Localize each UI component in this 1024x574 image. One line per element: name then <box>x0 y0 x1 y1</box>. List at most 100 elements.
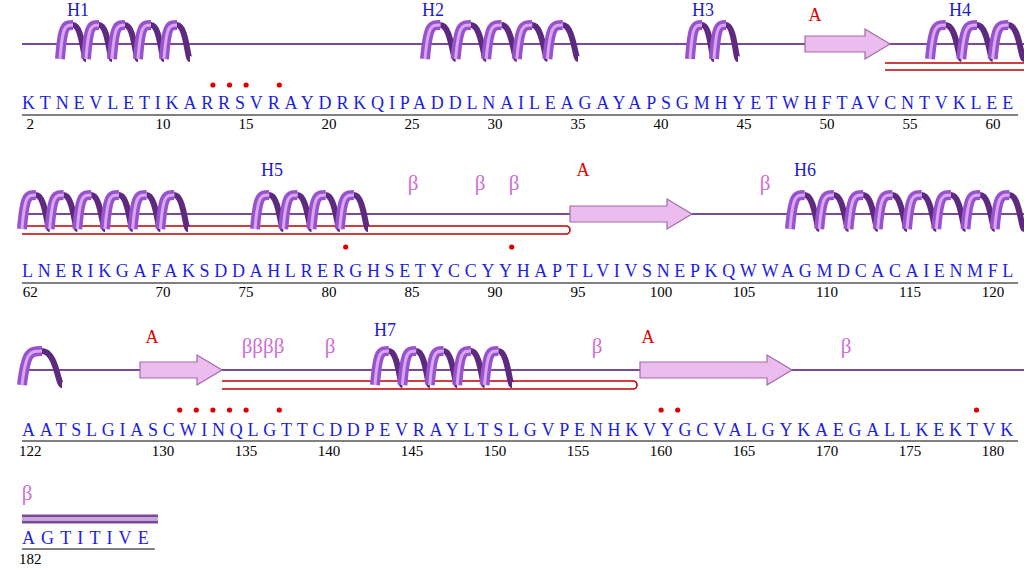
helix-shine <box>283 195 297 229</box>
helix-label: H5 <box>261 160 283 181</box>
helix-back <box>174 195 188 229</box>
helix-front <box>878 195 893 229</box>
marked-residue-dot <box>509 244 514 249</box>
helix-front <box>425 25 440 59</box>
residue-number: 75 <box>239 284 254 301</box>
sequence-text: AGTITIVE <box>22 528 155 549</box>
residue-number: 2 <box>27 116 35 133</box>
beta-strand <box>140 355 222 385</box>
residue-number: 175 <box>899 443 922 460</box>
helix-front <box>930 25 946 59</box>
helix-shine <box>22 351 42 385</box>
helix-shine <box>255 195 269 229</box>
helix-shine <box>456 25 471 59</box>
strand-label: A <box>577 160 590 181</box>
beta-strand <box>570 199 692 229</box>
helix-front <box>486 25 501 59</box>
residue-number: 122 <box>19 443 42 460</box>
helix-front <box>936 195 951 229</box>
marked-residue-dot <box>343 244 348 249</box>
residue-number: 140 <box>318 443 341 460</box>
sequence-text: LNERIKGAFAKSDDAHLRERGHSETYCCYYHAPTLVIVSN… <box>22 261 1018 282</box>
strand-label: A <box>642 327 655 348</box>
sequence-ruler <box>22 283 1018 284</box>
residue-number: 130 <box>152 443 175 460</box>
alpha-helix <box>930 25 1024 59</box>
residue-number: 155 <box>567 443 590 460</box>
sequence-text: KTNEVLETIKARRSVRAYDRKQIPADDLNAILEAGAYAPS… <box>22 93 1018 114</box>
helix-front <box>340 195 354 229</box>
helix-front <box>966 195 981 229</box>
helix-front <box>105 195 119 229</box>
helix-shine <box>164 25 177 59</box>
residue-number: 20 <box>322 116 337 133</box>
helix-shine <box>50 195 64 229</box>
helix-back <box>354 195 368 229</box>
helix-front <box>819 195 834 229</box>
helix-shine <box>105 195 119 229</box>
residue-number: 110 <box>816 284 838 301</box>
residue-number: 90 <box>488 284 503 301</box>
residue-number: 95 <box>571 284 586 301</box>
helix-front <box>993 25 1009 59</box>
helix-shine <box>966 195 981 229</box>
helix-front <box>690 25 702 59</box>
helix-front <box>77 195 91 229</box>
helix-shine <box>425 25 440 59</box>
helix-back <box>726 25 738 59</box>
residue-number: 30 <box>488 116 503 133</box>
residue-number: 105 <box>733 284 756 301</box>
alpha-helix <box>22 195 188 229</box>
alpha-helix <box>425 25 578 59</box>
helix-label: H4 <box>949 0 971 21</box>
beta-marker: β <box>841 334 852 358</box>
residue-number: 35 <box>571 116 586 133</box>
helix-shine <box>819 195 834 229</box>
helix-shine <box>714 25 726 59</box>
helix-shine <box>993 25 1009 59</box>
marked-residue-dot <box>177 407 182 412</box>
beta-strand <box>805 29 890 59</box>
coil-band <box>22 515 158 518</box>
beta-marker: β <box>408 171 419 195</box>
helix-label: H2 <box>422 0 444 21</box>
helix-front <box>790 195 805 229</box>
helix-front <box>50 195 64 229</box>
marked-residue-dot <box>277 407 282 412</box>
helix-shine <box>995 195 1010 229</box>
helix-front <box>375 351 389 385</box>
helix-front <box>849 195 864 229</box>
beta-marker: β <box>592 334 603 358</box>
marked-residue-dot <box>277 82 282 87</box>
sequence-ruler <box>22 115 1018 116</box>
beta-marker: β <box>475 171 486 195</box>
helix-label: H7 <box>374 320 396 341</box>
helix-back <box>177 25 190 59</box>
helix-shine <box>340 195 354 229</box>
alpha-helix <box>790 195 1024 229</box>
residue-number: 100 <box>650 284 673 301</box>
helix-back <box>42 351 62 385</box>
helix-shine <box>485 351 499 385</box>
helix-back <box>1008 25 1024 59</box>
helix-front <box>312 195 326 229</box>
beta-marker: β <box>325 334 336 358</box>
beta-marker: β <box>22 481 33 505</box>
helix-shine <box>138 25 151 59</box>
helix-shine <box>517 25 532 59</box>
helix-shine <box>22 195 36 229</box>
helix-front <box>22 351 42 385</box>
helix-front <box>457 351 471 385</box>
helix-front <box>547 25 562 59</box>
residue-number: 10 <box>156 116 171 133</box>
helix-front <box>485 351 499 385</box>
residue-number: 40 <box>654 116 669 133</box>
pairing-bracket <box>885 69 1024 71</box>
helix-shine <box>849 195 864 229</box>
residue-number: 145 <box>401 443 424 460</box>
helix-shine <box>402 351 416 385</box>
residue-number: 120 <box>982 284 1005 301</box>
residue-number: 60 <box>986 116 1001 133</box>
residue-number: 135 <box>235 443 258 460</box>
residue-number: 160 <box>650 443 673 460</box>
